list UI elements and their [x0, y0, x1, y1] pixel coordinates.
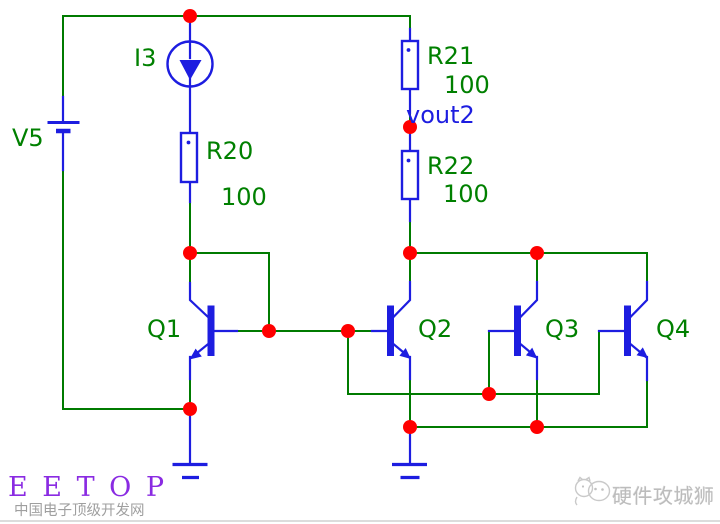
q4-ref-label: Q4	[656, 315, 690, 343]
lion-eye	[594, 487, 597, 491]
component-R20: R20 100	[179, 131, 267, 211]
component-Q3: Q3	[487, 280, 579, 381]
q4-base-bar	[624, 305, 631, 356]
lion-tail	[574, 496, 578, 506]
lion-ears	[577, 476, 591, 482]
component-Q4: Q4	[597, 280, 690, 382]
r22-body	[400, 149, 420, 201]
q2-collector-pin	[392, 280, 412, 319]
q4-emitter-pin	[629, 342, 649, 382]
q4-collector-pin	[629, 280, 649, 319]
net-label-vout2: vout2	[406, 101, 475, 129]
r20-ref-label: R20	[206, 137, 253, 165]
wire-base-link-q3-q4	[347, 330, 600, 395]
junction-dot	[183, 402, 197, 416]
q2-ref-label: Q2	[418, 315, 452, 343]
net-wires	[62, 15, 648, 428]
junction-dot	[183, 9, 197, 23]
wire-collector-bus	[409, 252, 648, 283]
q3-collector-pin	[519, 280, 539, 319]
r22-value-label: 100	[443, 180, 489, 208]
i3-ref-label: I3	[134, 44, 156, 72]
q3-ref-label: Q3	[545, 315, 579, 343]
q1-base-bar	[207, 305, 215, 356]
ground-symbol-q2	[392, 425, 427, 480]
q4-emitter-arrow-icon	[636, 347, 648, 358]
eetop-logo: E E T O P	[8, 472, 168, 503]
component-Q2: Q2	[370, 280, 452, 381]
junction-dot	[530, 246, 544, 260]
component-Q1: Q1	[147, 281, 239, 381]
component-V5: V5	[12, 95, 80, 172]
bottom-divider	[0, 520, 720, 522]
junction-dot	[183, 246, 197, 260]
wire-v5-return	[62, 169, 191, 410]
r22-pin1-mark	[406, 158, 411, 163]
r20-value-label: 100	[221, 183, 267, 211]
q3-emitter-pin	[519, 342, 539, 381]
wire-q1-collector-base-tie	[189, 252, 270, 332]
r20-body	[179, 131, 199, 184]
q2-emitter-pin	[392, 342, 412, 381]
q1-ref-label: Q1	[147, 315, 181, 343]
junction-dot	[403, 246, 417, 260]
watermark-text: 硬件攻城狮	[612, 486, 715, 508]
r22-ref-label: R22	[427, 152, 474, 180]
junction-dot-vout2	[403, 120, 417, 134]
r21-value-label: 100	[444, 71, 490, 99]
r20-pin1-mark	[186, 140, 191, 145]
junction-dot	[530, 420, 544, 434]
lion-eye	[601, 488, 604, 491]
q2-emitter-arrow-icon	[399, 348, 411, 359]
q1-emitter-arrow-icon	[189, 348, 202, 360]
lion-eye	[581, 485, 585, 488]
i3-arrow-icon	[179, 60, 202, 80]
q1-collector-pin	[188, 281, 210, 319]
wire-top-rail	[62, 15, 411, 98]
r21-body	[400, 39, 420, 91]
lion-head-left	[574, 478, 594, 498]
q2-base-bar	[387, 305, 394, 356]
component-R22: R22 100	[400, 125, 489, 223]
wire-emitters-down	[409, 378, 538, 428]
r21-ref-label: R21	[427, 42, 474, 70]
junction-dot	[482, 387, 496, 401]
ground-symbol-q1	[172, 407, 208, 480]
wire-emitter-bus	[409, 379, 648, 428]
q3-emitter-arrow-icon	[525, 347, 538, 359]
r21-pin1-mark	[406, 48, 411, 52]
v5-ref-label: V5	[12, 124, 44, 152]
component-I3: I3	[134, 19, 214, 135]
eetop-subtitle: 中国电子顶级开发网	[14, 503, 145, 519]
junction-dot	[262, 324, 276, 338]
junction-dot	[403, 420, 417, 434]
q3-base-bar	[514, 305, 521, 356]
junction-dots	[183, 9, 544, 434]
watermark-lion-icon	[574, 476, 611, 506]
junction-dot	[341, 324, 355, 338]
component-R21: R21 100	[400, 27, 490, 115]
lion-head-right	[587, 480, 611, 502]
q1-emitter-pin	[188, 342, 210, 381]
